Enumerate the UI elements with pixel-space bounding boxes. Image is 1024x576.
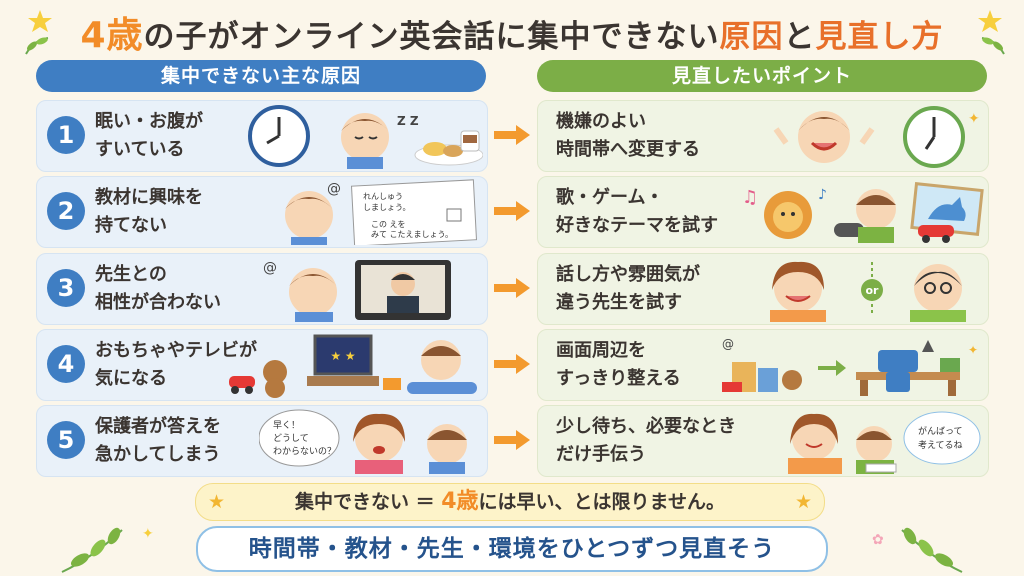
leaf-star-decoration-icon [978,10,1005,55]
arrow-right-icon [494,278,530,298]
rushing-parent-illustration: 早く！ どうして わからないの？ [259,409,467,474]
svg-text:@: @ [722,337,734,351]
child-online-teacher-illustration: @ [263,260,451,322]
fixes-header: 見直したいポイント [537,60,987,92]
worksheet-line4: みて こたえましょう。 [371,230,453,239]
fix-card-2: 歌・ゲーム・好きなテーマを試す ♫ ♪ [537,176,989,248]
cause-text: おもちゃやテレビが気になる [95,340,257,389]
svg-text:★ ★: ★ ★ [330,349,355,363]
fix-card-4: 画面周辺をすっきり整える @ ✦ [537,329,989,401]
leaf-star-decoration-icon [25,10,52,55]
note-part2: には早い、とは限りません。 [478,491,725,513]
leaf-decoration-icon: ✿ [872,527,963,573]
worksheet-line2: しましょう。 [363,203,411,212]
sleep-z-text: Z Z [397,114,419,128]
svg-text:♪: ♪ [818,187,827,203]
causes-header: 集中できない主な原因 [36,60,486,92]
cause-number: 2 [47,192,85,230]
cause-text: 眠い・お腹がすいている [95,111,203,160]
cause-text: 教材に興味を持てない [95,187,203,236]
cheer-bubble-line2: 考えてるね [918,440,963,451]
arrow-right-icon [494,354,530,374]
svg-text:@: @ [327,181,341,197]
cause-card-2: 2 教材に興味を持てない @ れんしゅう しましょう。 この えを みて こたえ… [36,176,488,248]
title-accent2: 見直し方 [815,19,944,55]
svg-text:✦: ✦ [968,111,980,127]
tidy-desk-illustration: @ ✦ [722,337,978,396]
fix-text: 機嫌のよい時間帯へ変更する [556,111,700,160]
cause-number: 3 [47,269,85,307]
fix-text: 画面周辺をすっきり整える [556,340,681,389]
cause-text: 先生との相性が合わない [95,264,221,313]
svg-text:✦: ✦ [142,526,154,542]
fix-text: 話し方や雰囲気が違う先生を試す [556,264,700,313]
title-part1: の子がオンライン英会話に集中できない [143,19,720,55]
summary-banner: 時間帯・教材・先生・環境をひとつずつ見直そう [196,526,828,572]
leaf-decoration-icon: ✦ [61,526,154,573]
arrow-right-icon [494,430,530,450]
svg-text:♫: ♫ [742,187,758,208]
star-icon: ★ [794,491,812,513]
cause-number: 5 [47,421,85,459]
svg-text:✿: ✿ [872,532,884,548]
star-icon: ★ [208,491,226,513]
fix-card-3: 話し方や雰囲気が違う先生を試す or [537,253,989,325]
arrow-right-icon [494,125,530,145]
bored-child-worksheet-illustration: @ れんしゅう しましょう。 この えを みて こたえましょう。 [285,179,478,245]
worksheet-line3: この えを [371,220,406,229]
cause-number: 1 [47,116,85,154]
rush-bubble-line1: 早く！ [273,420,300,431]
cause-card-3: 3 先生との相性が合わない @ [36,253,488,325]
lion-game-dinosaur-illustration: ♫ ♪ [742,182,984,243]
cheer-bubble-line1: がんばって [918,425,963,437]
fix-text: 少し待ち、必要なときだけ手伝う [556,416,736,465]
cause-number: 4 [47,345,85,383]
cause-card-5: 5 保護者が答えを急かしてしまう 早く！ どうして わからないの？ [36,405,488,477]
patient-parent-illustration: がんばって 考えてるね [788,411,981,474]
cause-text: 保護者が答えを急かしてしまう [95,416,221,465]
worksheet-line1: れんしゅう [363,192,403,201]
cause-card-4: 4 おもちゃやテレビが気になる ★ ★ [36,329,488,401]
two-teachers-illustration: or [770,261,966,322]
note-part1: 集中できない ＝ [295,491,442,513]
fix-card-5: 少し待ち、必要なときだけ手伝う がんばって 考えてるね [537,405,989,477]
svg-text:@: @ [263,260,277,276]
fix-text: 歌・ゲーム・好きなテーマを試す [556,187,718,236]
page-title: 4歳の子がオンライン英会話に集中できない原因と見直し方 [0,6,1024,56]
fix-card-1: 機嫌のよい時間帯へ変更する ✦ [537,100,989,172]
title-accent1: 原因 [719,19,784,55]
happy-child-clock-illustration: ✦ [773,106,980,168]
or-label: or [866,284,880,297]
title-part2: と [783,19,816,55]
rush-bubble-line2: どうして [273,433,309,444]
svg-text:✦: ✦ [968,343,978,357]
note-age: 4歳 [441,489,479,514]
title-age: 4歳 [80,15,144,56]
toys-tv-distraction-illustration: ★ ★ [229,334,477,398]
note-banner: ★ 集中できない ＝ 4歳には早い、とは限りません。 ★ [195,483,825,521]
arrow-right-icon [494,201,530,221]
rush-bubble-line3: わからないの？ [273,446,336,457]
cause-card-1: 1 眠い・お腹がすいている Z Z [36,100,488,172]
sleepy-child-clock-illustration: Z Z [248,105,483,169]
